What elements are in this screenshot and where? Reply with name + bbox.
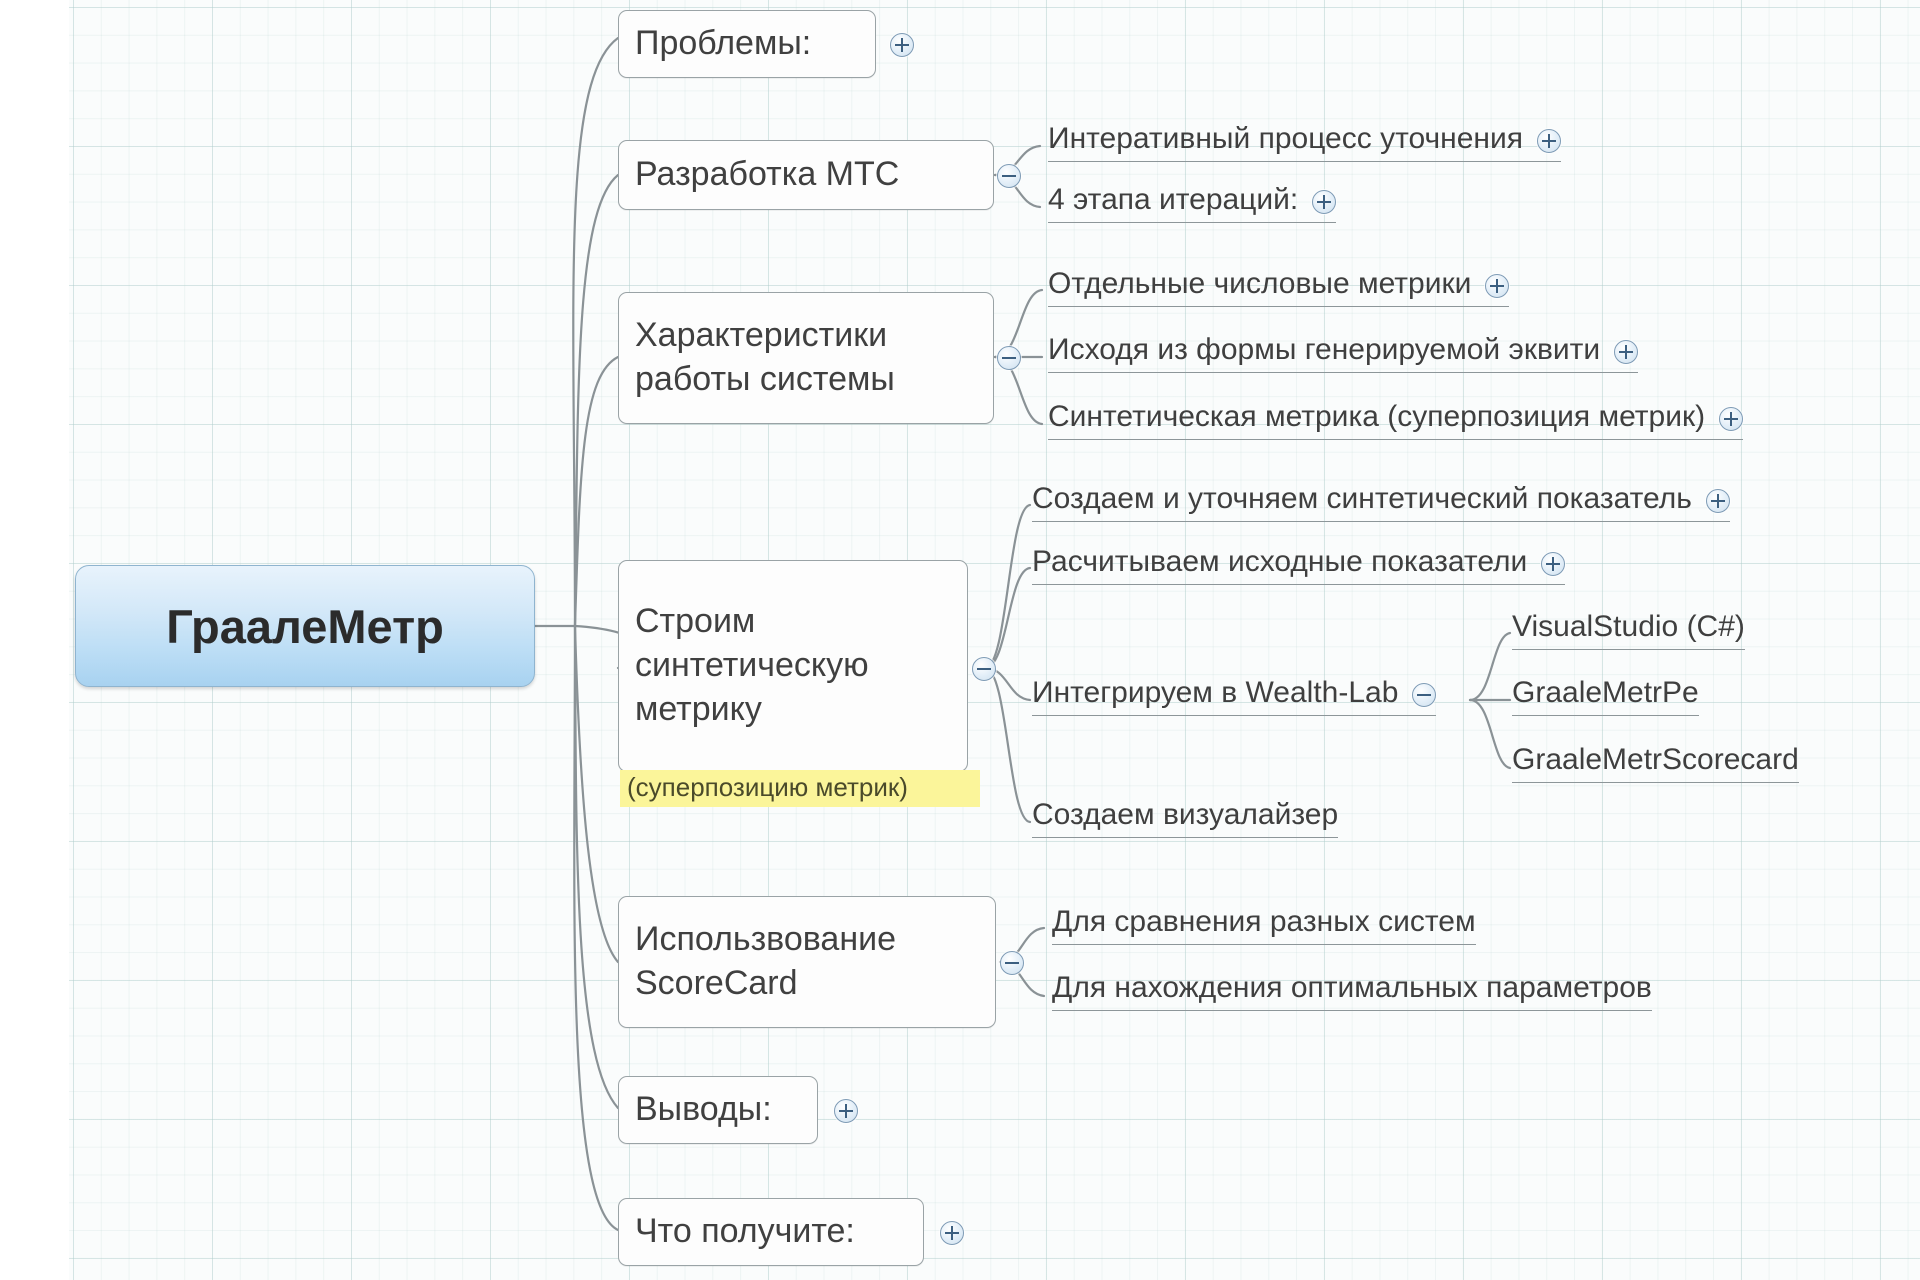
leaf-node-label: Синтетическая метрика (суперпозиция метр… [1048, 400, 1706, 433]
branch-node-stroim-metriku-label-line2: синтетическую [635, 645, 869, 684]
leaf-node-label: Создаем и уточняем синтетический показат… [1032, 482, 1692, 515]
branch-node-problems-label: Проблемы: [635, 23, 812, 62]
collapse-toggle-harakteristiki[interactable] [997, 346, 1021, 370]
expand-toggle-vyvody[interactable] [834, 1099, 858, 1123]
leaf-node-label: Расчитываем исходные показатели [1032, 545, 1528, 578]
expand-toggle-chto-poluchite[interactable] [940, 1221, 964, 1245]
branch-node-ispolzovanie-scorecard-label-line1: Использвование [635, 919, 897, 958]
leaf-node[interactable]: Расчитываем исходные показатели [1032, 545, 1566, 585]
leaf-node[interactable]: 4 этапа итераций: [1048, 183, 1337, 223]
note-stroim-metriku: (суперпозицию метрик) [620, 770, 980, 807]
expand-toggle-icon[interactable] [1485, 274, 1510, 298]
leaf-node-integriruem[interactable]: Интегрируем в Wealth-Lab [1032, 676, 1437, 716]
branch-node-ispolzovanie-scorecard-label-line2: ScoreCard [635, 964, 798, 1002]
leaf-node[interactable]: GraaleMetrPe [1512, 676, 1699, 716]
expand-toggle-icon[interactable] [1614, 340, 1639, 364]
expand-toggle-icon[interactable] [1312, 190, 1337, 214]
branch-node-stroim-metriku[interactable]: Строим синтетическую метрику [618, 560, 968, 772]
branch-node-harakteristiki[interactable]: Характеристики работы системы [618, 292, 994, 424]
leaf-node[interactable]: Для сравнения разных систем [1052, 905, 1476, 945]
root-node-label: ГраалеМетр [166, 599, 444, 653]
leaf-node[interactable]: Для нахождения оптимальных параметров [1052, 971, 1652, 1011]
note-stroim-metriku-text: (суперпозицию метрик) [627, 772, 908, 802]
collapse-toggle-ispolzovanie-scorecard[interactable] [1000, 951, 1024, 975]
leaf-node[interactable]: Создаем и уточняем синтетический показат… [1032, 482, 1730, 522]
collapse-toggle-razrabotka-mts[interactable] [997, 164, 1021, 188]
branch-node-chto-poluchite-label: Что получите: [635, 1211, 855, 1250]
expand-toggle-icon[interactable] [1541, 552, 1566, 576]
leaf-node-label: GraaleMetrScorecard [1512, 743, 1799, 776]
leaf-node-label: GraaleMetrPe [1512, 676, 1699, 709]
leaf-node-integriruem-label: Интегрируем в Wealth-Lab [1032, 676, 1399, 709]
expand-toggle-problems[interactable] [890, 33, 914, 57]
leaf-node-label: 4 этапа итераций: [1048, 183, 1299, 216]
leaf-node[interactable]: GraaleMetrScorecard [1512, 743, 1799, 783]
branch-node-stroim-metriku-label-line3: метрику [635, 690, 762, 729]
graph-paper-background [68, 0, 1920, 1280]
leaf-node[interactable]: VisualStudio (C#) [1512, 610, 1745, 650]
branch-node-razrabotka-mts-label: Разработка МТС [635, 154, 900, 193]
branch-node-problems[interactable]: Проблемы: [618, 10, 876, 78]
collapse-toggle-integriruem[interactable] [1412, 683, 1437, 707]
branch-node-vyvody[interactable]: Выводы: [618, 1076, 818, 1144]
leaf-node-label: Для нахождения оптимальных параметров [1052, 971, 1652, 1004]
branch-node-chto-poluchite[interactable]: Что получите: [618, 1198, 924, 1266]
expand-toggle-icon[interactable] [1536, 129, 1561, 153]
branch-node-harakteristiki-label-line1: Характеристики [635, 315, 888, 354]
branch-node-stroim-metriku-label-line1: Строим [635, 601, 756, 640]
leaf-node-label: Интеративный процесс уточнения [1048, 122, 1523, 155]
leaf-node-label: Создаем визуалайзер [1032, 798, 1339, 831]
leaf-node[interactable]: Синтетическая метрика (суперпозиция метр… [1048, 400, 1744, 440]
leaf-node-label: Для сравнения разных систем [1052, 905, 1476, 938]
leaf-node[interactable]: Создаем визуалайзер [1032, 798, 1339, 838]
leaf-node[interactable]: Исходя из формы генерируемой эквити [1048, 333, 1639, 373]
expand-toggle-icon[interactable] [1719, 407, 1744, 431]
leaf-node-label: Отдельные числовые метрики [1048, 267, 1472, 300]
leaf-node-label: Исходя из формы генерируемой эквити [1048, 333, 1601, 366]
branch-node-vyvody-label: Выводы: [635, 1089, 772, 1128]
root-node[interactable]: ГраалеМетр [75, 565, 535, 687]
expand-toggle-icon[interactable] [1705, 489, 1730, 513]
branch-node-harakteristiki-label-line2: работы системы [635, 360, 895, 398]
left-margin [0, 0, 69, 1280]
leaf-node-label: VisualStudio (C#) [1512, 610, 1745, 643]
branch-node-ispolzovanie-scorecard[interactable]: Использвование ScoreCard [618, 896, 996, 1028]
leaf-node[interactable]: Отдельные числовые метрики [1048, 267, 1510, 307]
collapse-toggle-stroim-metriku[interactable] [972, 657, 996, 681]
branch-node-razrabotka-mts[interactable]: Разработка МТС [618, 140, 994, 210]
leaf-node[interactable]: Интеративный процесс уточнения [1048, 122, 1561, 162]
